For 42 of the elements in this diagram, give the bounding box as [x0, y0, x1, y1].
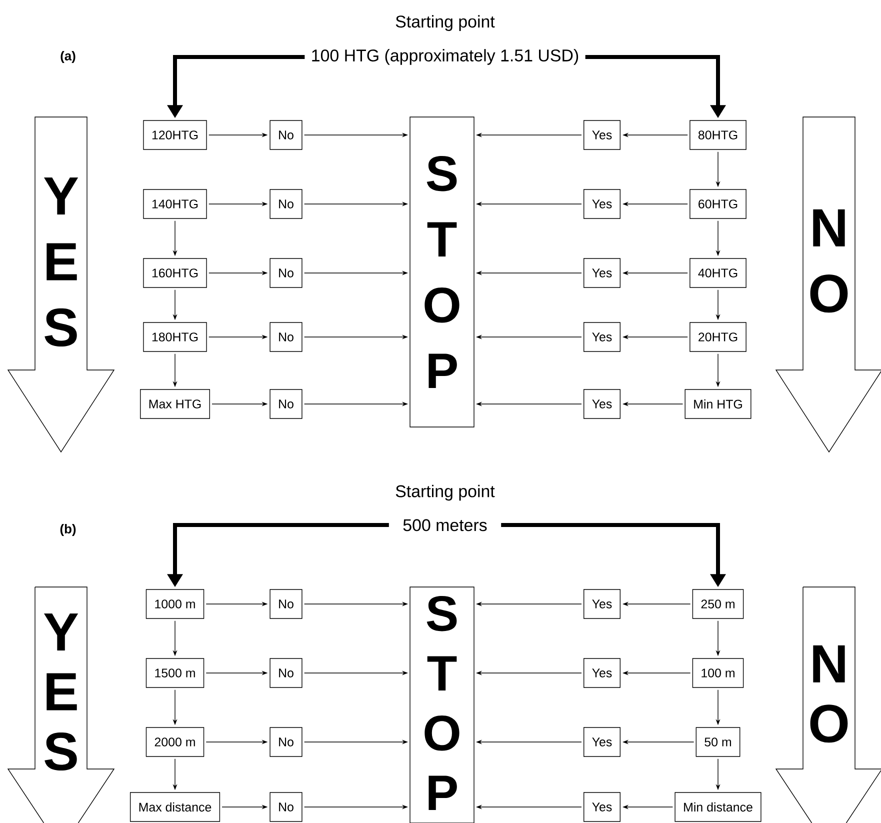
response-box: Yes [584, 658, 621, 688]
panel-label: (b) [60, 524, 76, 536]
response-box: Yes [584, 727, 621, 757]
panel-label: (a) [60, 50, 76, 64]
response-box: No [270, 258, 302, 288]
response-box: Yes [584, 258, 621, 288]
value-box: 60HTG [690, 189, 746, 219]
response-box: Yes [584, 322, 621, 352]
value-box: Max HTG [140, 389, 210, 419]
stop-box: S T O P [410, 586, 474, 823]
value-box: 1500 m [146, 658, 204, 688]
starting-point-text: Starting point 100 HTG (approximately 1.51 USD) [312, 15, 578, 65]
value-box: Min HTG [684, 389, 752, 419]
value-box: 40HTG [690, 258, 746, 288]
stop-box: S T O P [410, 116, 474, 428]
response-box: No [270, 322, 302, 352]
response-box: No [270, 658, 302, 688]
response-box: Yes [584, 589, 621, 619]
response-box: No [270, 389, 302, 419]
response-box: No [270, 120, 302, 150]
value-box: 100 m [692, 658, 744, 688]
value-box: 50 m [696, 727, 740, 757]
response-box: Yes [584, 189, 621, 219]
value-box: 180HTG [143, 322, 207, 352]
response-box: No [270, 589, 302, 619]
response-box: Yes [584, 389, 621, 419]
value-box: 2000 m [146, 727, 204, 757]
value-box: 250 m [692, 589, 744, 619]
value-box: Max distance [130, 792, 220, 822]
value-box: 20HTG [690, 322, 746, 352]
value-box: 1000 m [146, 589, 204, 619]
starting-point-text: Starting point 500 meters [396, 484, 495, 532]
value-box: Min distance [674, 792, 762, 822]
value-box: 120HTG [143, 120, 207, 150]
response-box: No [270, 792, 302, 822]
response-box: No [270, 727, 302, 757]
response-box: Yes [584, 792, 621, 822]
response-box: No [270, 189, 302, 219]
response-box: Yes [584, 120, 621, 150]
value-box: 160HTG [143, 258, 207, 288]
value-box: 140HTG [143, 189, 207, 219]
value-box: 80HTG [690, 120, 746, 150]
